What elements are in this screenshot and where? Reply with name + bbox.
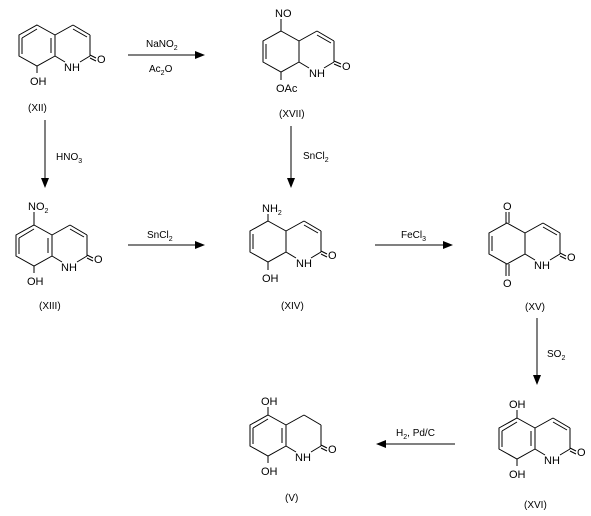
- xv-o: O: [567, 252, 576, 264]
- xii-label: (XII): [28, 103, 47, 114]
- xvi-o: O: [577, 447, 586, 459]
- reagent-nano2: NaNO2: [146, 39, 178, 52]
- xvii-no: NO: [275, 8, 292, 20]
- xvii-oac: OAc: [276, 83, 298, 95]
- xvi-oh-bottom: OH: [509, 469, 526, 481]
- arrow-xii-to-xiii: HNO3: [41, 120, 82, 188]
- arrow-xiii-to-xiv: SnCl2: [128, 230, 205, 249]
- xiv-label: (XIV): [281, 301, 304, 312]
- compound-XVII: NO OAc NH O (XVII): [262, 8, 351, 120]
- xvii-label: (XVII): [279, 109, 305, 120]
- xvii-o: O: [342, 61, 351, 73]
- compound-XII: OH NH O (XII): [18, 24, 106, 114]
- compound-XIII: NO2 OH NH O (XIII): [15, 201, 103, 312]
- xiv-o: O: [328, 250, 337, 262]
- reagent-h2-pdc: H2, Pd/C: [396, 428, 435, 441]
- xii-o: O: [97, 54, 106, 66]
- xiii-no2: NO2: [28, 201, 49, 215]
- xii-oh: OH: [30, 76, 47, 88]
- reagent-so2: SO2: [547, 349, 565, 362]
- xvi-oh-top: OH: [509, 399, 526, 411]
- reagent-fecl3: FeCl3: [401, 230, 426, 243]
- arrow-xvii-to-xiv: SnCl2: [287, 126, 329, 188]
- arrow-xiv-to-xv: FeCl3: [375, 230, 453, 249]
- xiv-nh: NH: [296, 258, 312, 270]
- xv-nh: NH: [534, 260, 550, 272]
- reagent-sncl2-a: SnCl2: [303, 151, 329, 164]
- compound-XIV: NH2 OH NH O (XIV): [249, 203, 337, 312]
- xv-o-bottom: O: [503, 278, 512, 290]
- xvi-label: (XVI): [524, 500, 547, 511]
- xiii-label: (XIII): [39, 301, 61, 312]
- v-oh-top: OH: [261, 396, 278, 408]
- reagent-hno3: HNO3: [56, 152, 82, 165]
- arrow-xv-to-xvi: SO2: [533, 318, 565, 385]
- compound-V: OH OH NH O (V): [249, 396, 337, 504]
- xv-label: (XV): [525, 302, 545, 313]
- v-label: (V): [285, 493, 298, 504]
- v-nh: NH: [295, 452, 311, 464]
- xvii-nh: NH: [309, 68, 325, 80]
- arrow-xvi-to-v: H2, Pd/C: [376, 428, 455, 448]
- xiii-o: O: [94, 254, 103, 266]
- v-oh-bottom: OH: [261, 466, 278, 478]
- reagent-sncl2-b: SnCl2: [147, 230, 173, 243]
- arrow-xii-to-xvii: NaNO2 Ac2O: [128, 39, 205, 77]
- xiii-nh: NH: [61, 262, 77, 274]
- xvi-nh: NH: [544, 455, 560, 467]
- xiii-oh: OH: [27, 276, 44, 288]
- compound-XVI: OH OH NH O (XVI): [498, 399, 586, 511]
- xii-nh: NH: [64, 62, 80, 74]
- v-o: O: [328, 444, 337, 456]
- xiv-oh: OH: [262, 273, 279, 285]
- xv-o-top: O: [503, 201, 512, 213]
- reagent-ac2o: Ac2O: [149, 64, 173, 77]
- xiv-nh2: NH2: [262, 203, 282, 217]
- compound-XV: O O NH O (XV): [488, 201, 576, 313]
